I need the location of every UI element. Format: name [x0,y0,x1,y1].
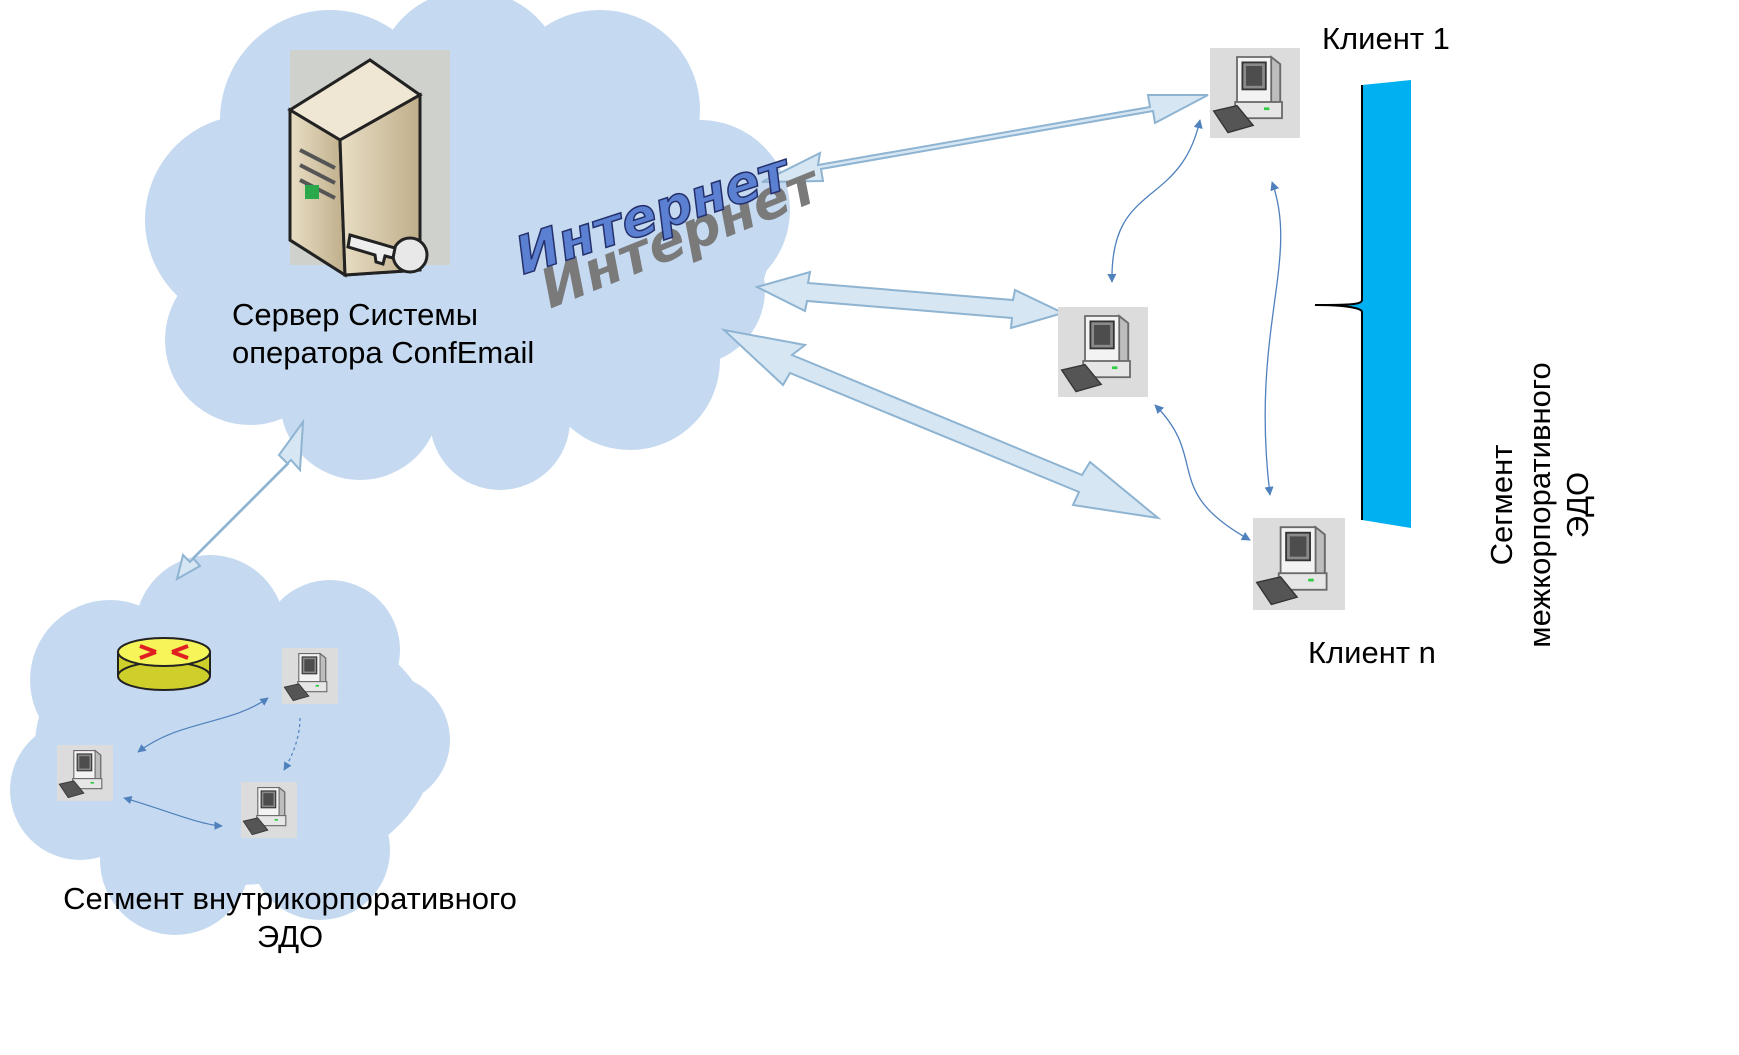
client-peer-links [1107,119,1282,541]
peer-link-2-n [1154,404,1251,541]
server-label-line1: Сервер Системы [232,297,478,332]
router-icon [117,637,211,691]
inter-segment-bracket [1314,80,1411,528]
intra-pc-3-icon [240,782,298,838]
link-server-intra [175,418,305,582]
peer-link-1-n [1264,181,1282,496]
internet-cloud [145,0,790,490]
intra-segment-label-line1: Сегмент внутрикорпоративного [63,881,517,916]
client-n-workstation-icon [1253,518,1345,610]
server-with-key-icon [287,50,450,278]
inter-segment-label: Сегмент межкорпоративного ЭДО [1483,325,1597,685]
client-n-label: Клиент n [1308,635,1436,670]
internet-links [175,94,1209,582]
client-1-workstation-icon [1210,47,1300,139]
intra-peer-links [123,697,301,830]
inter-segment-line2: межкорпоративного [1522,362,1557,648]
intra-pc-2-icon [56,745,114,801]
inter-segment-line1: Сегмент [1484,444,1519,566]
client-2-workstation-icon [1058,307,1148,397]
peer-link-1-2 [1107,119,1203,283]
server-label-line2: оператора ConfEmail [232,335,535,370]
intra-segment-label-line2: ЭДО [256,919,324,954]
link-server-client2 [754,270,1066,330]
link-server-client1 [761,94,1209,183]
intra-pc-1-icon [281,648,339,704]
client-1-label: Клиент 1 [1322,21,1450,56]
inter-segment-line3: ЭДО [1560,471,1595,539]
